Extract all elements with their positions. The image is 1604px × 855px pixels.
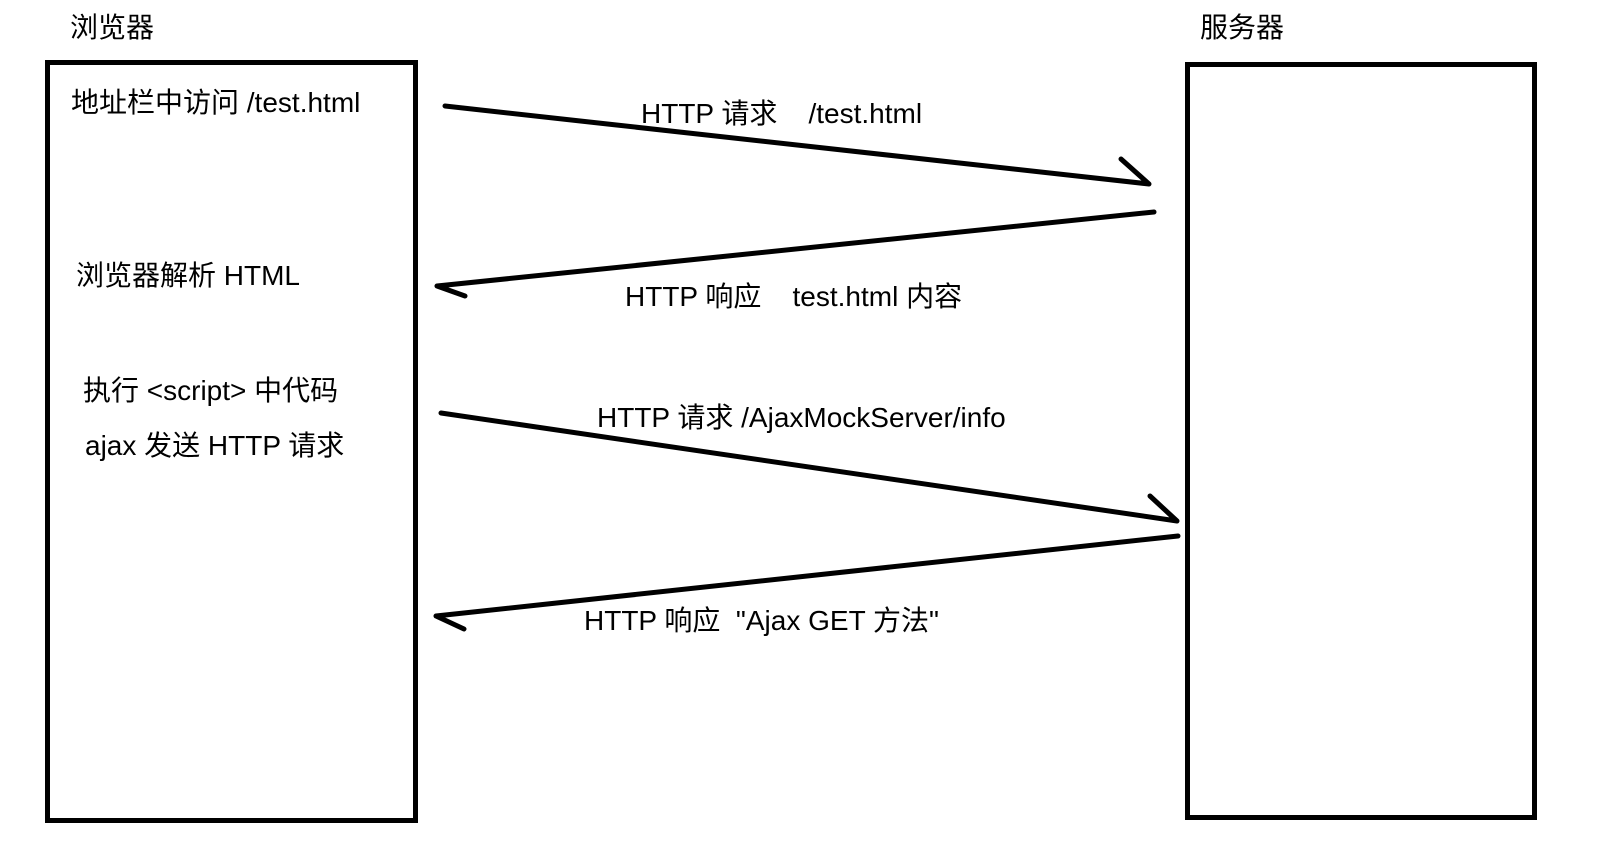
message-label-http-response-ajax: HTTP 响应 "Ajax GET 方法"	[584, 605, 939, 636]
browser-step-run-script: 执行 <script> 中代码	[83, 375, 339, 406]
server-box	[1185, 62, 1537, 820]
browser-step-visit-url: 地址栏中访问 /test.html	[71, 87, 361, 118]
message-label-http-response-test-html: HTTP 响应 test.html 内容	[625, 281, 963, 312]
browser-step-parse-html: 浏览器解析 HTML	[76, 260, 301, 291]
message-label-http-request-ajax: HTTP 请求 /AjaxMockServer/info	[597, 402, 1006, 433]
message-label-http-request-test-html: HTTP 请求 /test.html	[641, 98, 923, 129]
browser-box	[45, 60, 418, 823]
browser-step-ajax-request: ajax 发送 HTTP 请求	[85, 430, 345, 461]
browser-title: 浏览器	[70, 12, 155, 43]
server-title: 服务器	[1200, 12, 1285, 43]
